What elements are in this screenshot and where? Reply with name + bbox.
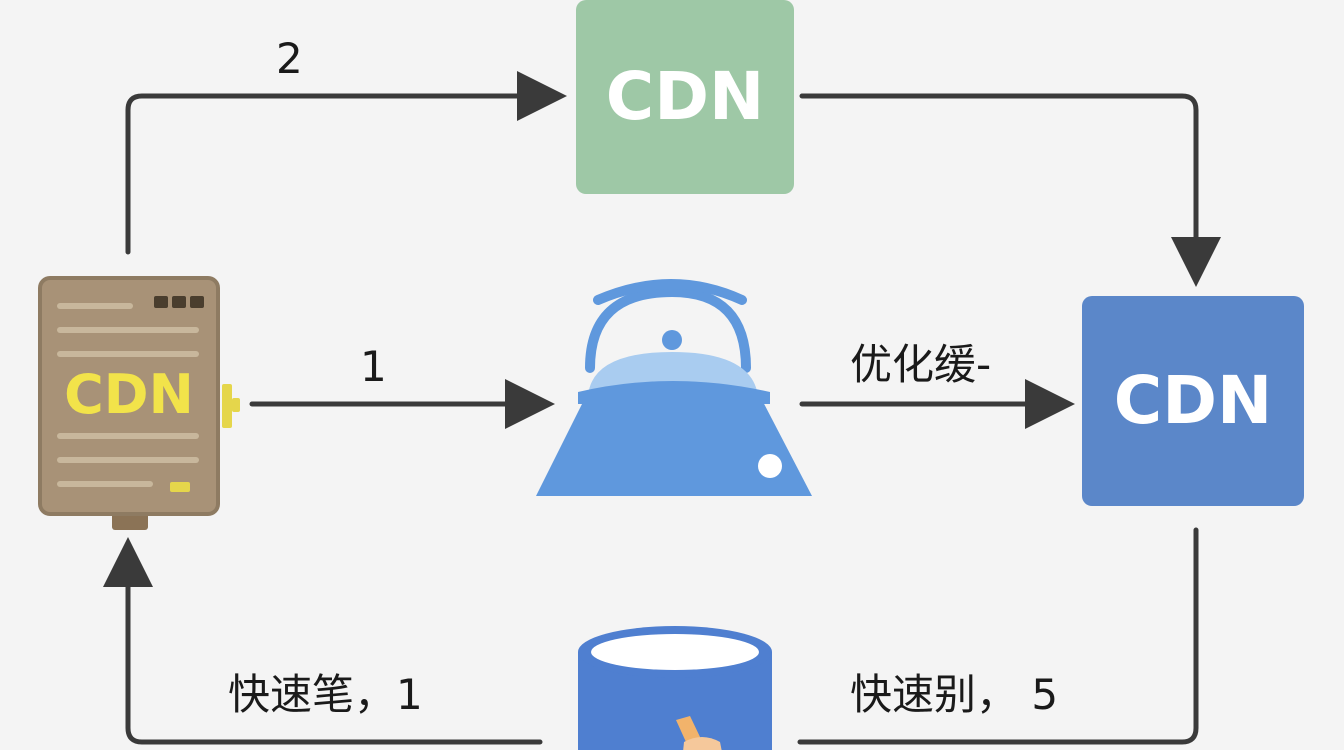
- edge-label-server-to-top: 2: [276, 34, 303, 83]
- edge-label-router-to-right: 优化缓-: [850, 340, 992, 389]
- router-icon: [536, 279, 812, 496]
- cdn-server-device: [38, 276, 240, 530]
- cdn-top-label: CDN: [605, 58, 765, 135]
- arrow-bottom-to-server: [103, 537, 543, 745]
- edge-label-server-to-router: 1: [360, 342, 387, 391]
- edge-label-bottom-left: 快速笔，1: [228, 670, 423, 719]
- database-icon: [578, 626, 772, 750]
- cdn-box-top: [576, 0, 794, 194]
- cdn-server-label: CDN: [64, 363, 194, 426]
- cdn-box-right: [1082, 296, 1304, 506]
- arrow-server-to-top-cdn: [125, 71, 567, 255]
- connector-right-cdn-to-bottom: [797, 527, 1199, 745]
- arrow-top-cdn-to-right-cdn: [799, 93, 1221, 287]
- cdn-right-label: CDN: [1113, 362, 1273, 439]
- edge-label-bottom-right: 快速别， 5: [850, 670, 1059, 719]
